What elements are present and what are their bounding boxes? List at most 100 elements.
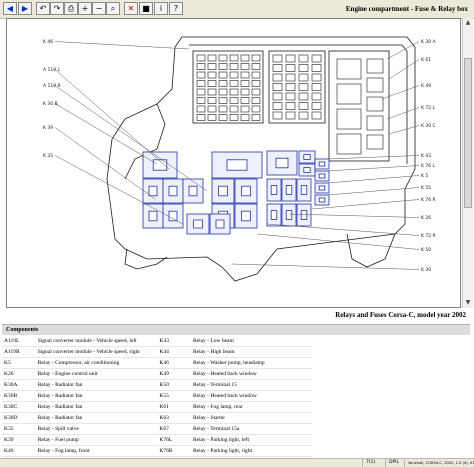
component-code: K76L	[157, 434, 191, 446]
bookmark-icon[interactable]: ■	[139, 2, 153, 15]
relay-pin-block	[318, 161, 326, 167]
component-code: K30B	[2, 390, 36, 402]
fuse-slot	[272, 83, 283, 91]
component-code: A119L	[2, 336, 36, 347]
info-icon[interactable]: i	[154, 2, 168, 15]
maxi-fuse-slot	[366, 96, 384, 112]
scroll-thumb[interactable]	[464, 58, 472, 208]
status-source: Vauxhall, CORSA-C, 2002, 1.0 (4), X10XE	[404, 459, 474, 467]
diagram-caption: Relays and Fuses Corsa-C, model year 200…	[335, 311, 466, 319]
fuse-slot	[196, 63, 206, 70]
relay-pin-block	[241, 210, 251, 222]
search-icon[interactable]: ⌕	[106, 2, 120, 15]
relay-pin-block	[318, 197, 326, 203]
maxi-fuse-slot	[366, 134, 384, 150]
fuse-slot	[298, 102, 309, 110]
relay-pin-block	[188, 185, 198, 197]
component-description: Relay - Low beam	[190, 336, 312, 347]
fuse-block-right	[328, 50, 390, 162]
fuse-slot	[218, 80, 228, 87]
fuse-slot	[240, 88, 250, 96]
callout-line	[54, 41, 190, 50]
callout-label: K 55	[421, 185, 431, 191]
fuse-slot	[298, 54, 309, 63]
components-heading: Components	[2, 325, 470, 335]
callout-line	[54, 155, 184, 225]
relay-pin-block	[148, 210, 158, 222]
maxi-fuse-slot	[366, 115, 384, 131]
prev-page-icon[interactable]: ◀	[3, 2, 17, 15]
fuse-slot	[298, 111, 309, 120]
vertical-scrollbar[interactable]: ▲ ▼	[462, 18, 473, 308]
callout-label: A 119 R	[43, 83, 61, 89]
help-icon[interactable]: ?	[169, 2, 183, 15]
component-description: Relay - Engine control unit	[35, 368, 158, 380]
scroll-down-icon[interactable]: ▼	[465, 299, 471, 306]
fuse-slot	[218, 63, 228, 70]
component-code: K39	[2, 434, 36, 446]
status-page: 7(1)	[362, 459, 378, 467]
fuse-slot	[207, 63, 217, 70]
callout-label: K 26	[421, 215, 431, 221]
relay-pin-block	[270, 210, 278, 220]
callout-line	[388, 59, 420, 80]
callout-label: K 49	[421, 83, 431, 89]
relay-pin-block	[318, 185, 326, 191]
fuse-slot	[285, 64, 296, 72]
back-icon[interactable]: ↶	[36, 2, 50, 15]
relay-pin-block	[193, 219, 203, 229]
fuse-slot	[240, 63, 250, 70]
fuse-slot	[196, 54, 206, 62]
fuse-slot	[240, 71, 250, 79]
fuse-slot	[229, 88, 239, 96]
fuse-slot	[218, 114, 228, 121]
component-description: Relay - Terminal 15a	[190, 423, 312, 435]
maxi-fuse-slot	[336, 58, 362, 80]
callout-line	[54, 85, 208, 192]
zoom-in-icon[interactable]: +	[78, 2, 92, 15]
component-code: A119R	[2, 346, 36, 358]
relay-pin-block	[303, 154, 311, 160]
callout-label: A 119 L	[43, 67, 61, 73]
fuse-slot	[251, 105, 261, 113]
callout-label: K 5	[421, 173, 428, 179]
next-page-icon[interactable]: ▶	[18, 2, 32, 15]
maxi-fuse-slot	[366, 77, 384, 93]
fuse-slot	[298, 92, 309, 101]
housing-outline	[106, 36, 416, 282]
fuse-slot	[251, 80, 261, 87]
fuse-slot	[251, 54, 261, 62]
scroll-up-icon[interactable]: ▲	[465, 19, 471, 26]
fuse-slot	[311, 64, 322, 72]
component-code: K30C	[2, 401, 36, 413]
callout-line	[388, 125, 420, 135]
print-icon[interactable]: ⎙	[64, 2, 78, 15]
relay-pin-block	[318, 173, 326, 179]
fuse-slot	[207, 88, 217, 96]
component-description: Relay - Parking light, right	[190, 445, 312, 457]
zoom-out-icon[interactable]: −	[92, 2, 106, 15]
callout-label: K 30 A	[421, 39, 437, 45]
fuse-slot	[285, 92, 296, 101]
relay-pin-block	[300, 210, 308, 220]
callout-label: K 30 C	[421, 123, 436, 129]
callout-line	[381, 85, 420, 100]
fuse-slot	[229, 71, 239, 79]
fuse-slot	[311, 83, 322, 91]
forward-icon[interactable]: ↷	[50, 2, 64, 15]
fuse-slot	[196, 97, 206, 104]
callout-label: K 72 L	[421, 105, 436, 111]
maxi-fuse-slot	[366, 58, 384, 74]
close-icon[interactable]: ✕	[124, 2, 138, 15]
fuse-slot	[251, 114, 261, 121]
component-code: K49	[157, 368, 191, 380]
fuse-slot	[196, 71, 206, 79]
fuse-block-middle	[268, 50, 326, 124]
